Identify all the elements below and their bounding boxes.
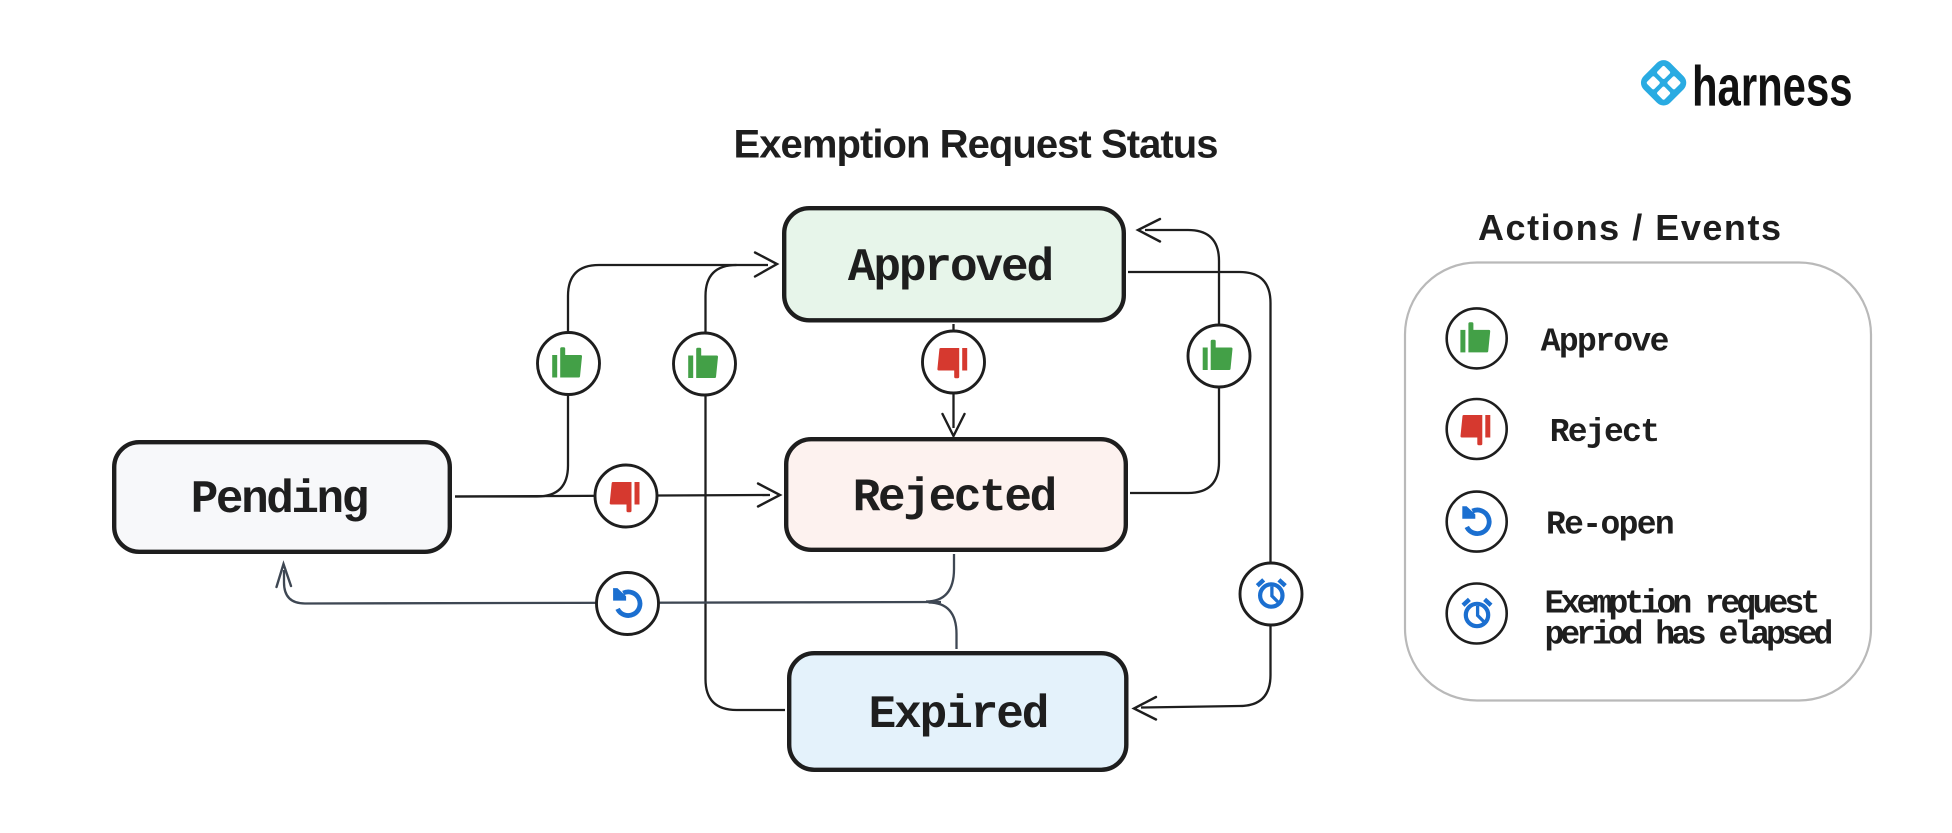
svg-text:Actions / Events: Actions / Events [1478, 207, 1781, 248]
svg-text:Rejected: Rejected [853, 472, 1057, 524]
svg-text:Expired: Expired [869, 689, 1050, 741]
svg-text:Exemption request: Exemption request [1545, 585, 1821, 622]
svg-text:Reject: Reject [1550, 414, 1660, 451]
svg-text:harness: harness [1692, 55, 1853, 118]
svg-text:Re-open: Re-open [1546, 507, 1675, 544]
svg-text:Approve: Approve [1541, 324, 1670, 361]
svg-text:Pending: Pending [191, 474, 369, 526]
svg-text:Approved: Approved [848, 242, 1054, 294]
svg-text:period has elapsed: period has elapsed [1545, 617, 1834, 654]
svg-text:Exemption Request Status: Exemption Request Status [734, 123, 1219, 167]
